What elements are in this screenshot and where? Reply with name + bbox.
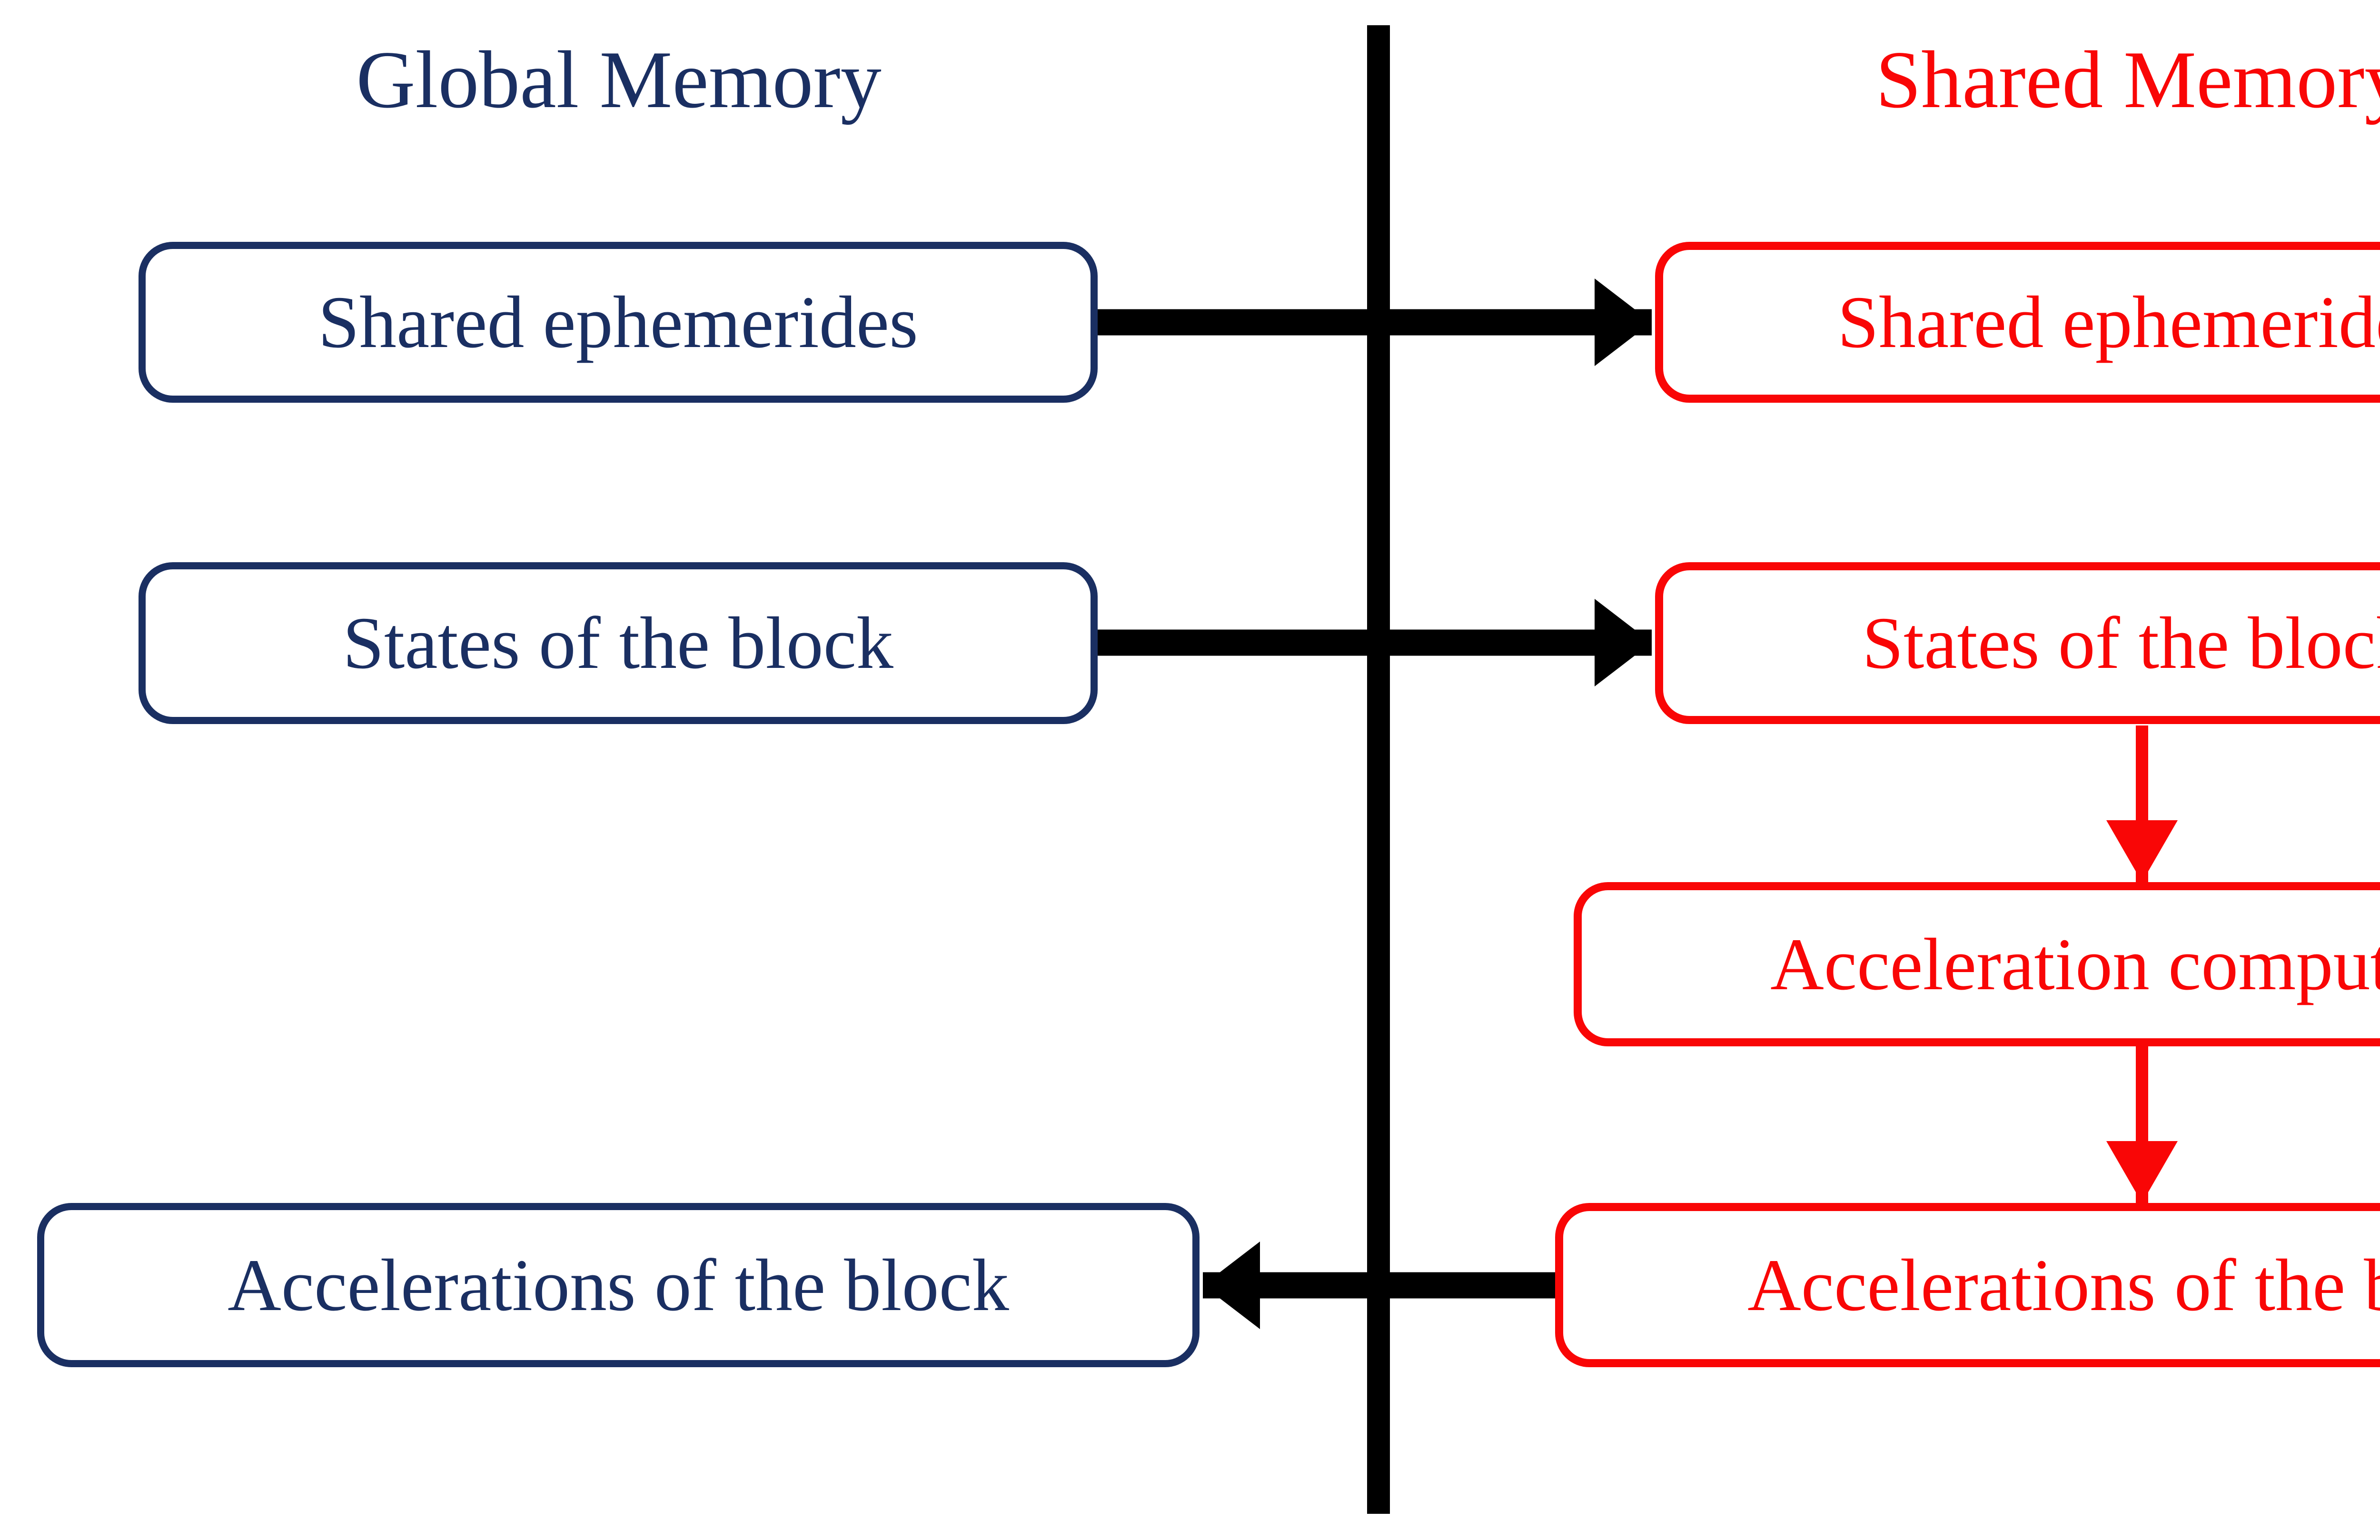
global-accelerations-of-block-label: Accelerations of the block	[228, 1243, 1009, 1326]
global-states-of-block-box: States of the block	[139, 562, 1098, 724]
shared-memory-title: Shared Memory	[1875, 35, 2380, 125]
shared-shared-ephemerides-box: Shared ephemerides	[1655, 242, 2380, 403]
global-states-of-block-label: States of the block	[343, 602, 893, 684]
shared-acceleration-computation-label: Acceleration computation	[1770, 923, 2380, 1005]
global-shared-ephemerides-label: Shared ephemerides	[318, 281, 918, 363]
shared-states-of-block-label: States of the block	[1862, 602, 2380, 684]
shared-acceleration-computation-box: Acceleration computation	[1574, 882, 2380, 1046]
shared-accelerations-of-block-label: Accelerations of the block	[1747, 1243, 2380, 1326]
global-accelerations-of-block-box: Accelerations of the block	[37, 1203, 1200, 1367]
global-memory-title: Global Memory	[356, 35, 882, 125]
shared-shared-ephemerides-label: Shared ephemerides	[1837, 281, 2380, 363]
global-shared-ephemerides-box: Shared ephemerides	[139, 242, 1098, 403]
shared-accelerations-of-block-box: Accelerations of the block	[1555, 1203, 2380, 1367]
memory-divider-line	[1367, 25, 1390, 1514]
shared-states-of-block-box: States of the block	[1655, 562, 2380, 724]
